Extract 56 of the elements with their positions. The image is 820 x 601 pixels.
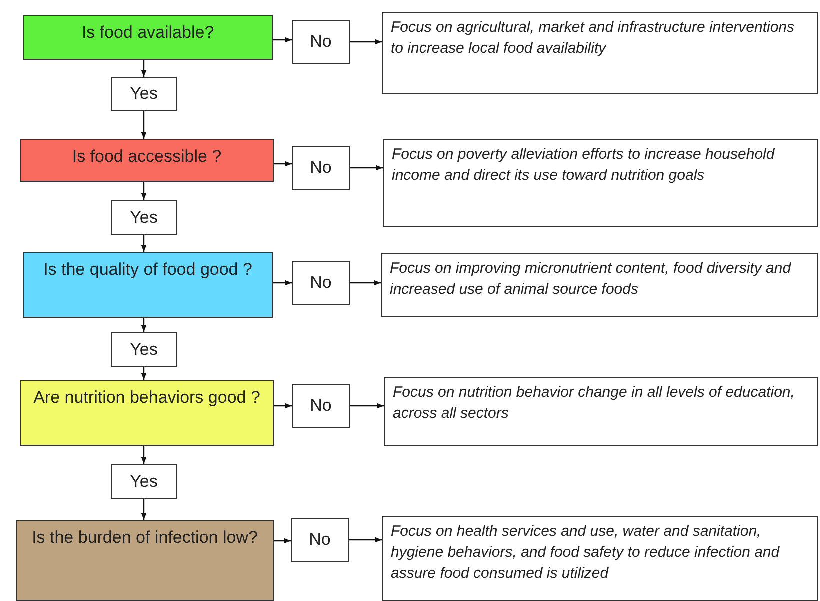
action-box [383, 139, 818, 227]
question-text: Is food accessible ? [72, 146, 222, 168]
answer-box [111, 77, 177, 111]
answer-label: Yes [130, 340, 158, 360]
arrow [350, 165, 383, 171]
answer-label: No [310, 32, 332, 52]
action-text: Focus on poverty alleviation efforts to increase household income and direct its use toward nutrition goals [392, 145, 776, 186]
answer-box [111, 200, 177, 235]
decision-box [23, 252, 273, 318]
action-box [382, 516, 818, 601]
arrow [350, 280, 381, 286]
arrow [349, 537, 382, 543]
arrow [273, 37, 292, 43]
action-text: Focus on nutrition behavior change in all levels of education, across all sectors [393, 383, 796, 424]
question-text: Are nutrition behaviors good ? [34, 387, 260, 409]
answer-box [292, 146, 350, 190]
decision-box [20, 380, 274, 446]
action-box [381, 253, 818, 317]
arrow [141, 111, 147, 139]
arrow [274, 403, 292, 409]
question-text: Is the burden of infection low? [32, 527, 258, 549]
answer-box [111, 332, 177, 367]
answer-label: No [310, 273, 332, 293]
answer-label: Yes [130, 472, 158, 492]
arrow [141, 182, 147, 200]
arrow [141, 318, 147, 332]
action-text: Focus on agricultural, market and infrastructure interventions to increase local food availability [391, 18, 796, 59]
action-box [384, 377, 818, 446]
answer-label: No [309, 530, 331, 550]
arrow [141, 367, 147, 380]
answer-label: Yes [130, 208, 158, 228]
answer-box [292, 261, 350, 305]
answer-label: No [310, 396, 332, 416]
action-text: Focus on improving micronutrient content, food diversity and increased use of animal source foods [390, 259, 792, 300]
arrow [350, 403, 384, 409]
answer-label: No [310, 158, 332, 178]
answer-box [111, 464, 177, 499]
action-box [382, 12, 818, 94]
arrow [274, 538, 291, 544]
decision-box [23, 15, 273, 60]
action-text: Focus on health services and use, water and sanitation, hygiene behaviors, and food safety to reduce infection and assure food consumed is utilized [391, 522, 781, 584]
arrow [350, 39, 382, 45]
arrow [141, 446, 147, 464]
question-text: Is the quality of food good ? [44, 259, 252, 281]
arrow [141, 235, 147, 252]
arrow [141, 60, 147, 77]
question-text: Is food available? [82, 22, 214, 44]
answer-box [291, 518, 349, 562]
arrow [274, 161, 292, 167]
arrow [273, 280, 292, 286]
arrow [141, 499, 147, 520]
answer-box [292, 20, 350, 64]
decision-box [20, 139, 274, 182]
decision-box [16, 520, 274, 601]
answer-box [292, 384, 350, 428]
answer-label: Yes [130, 84, 158, 104]
